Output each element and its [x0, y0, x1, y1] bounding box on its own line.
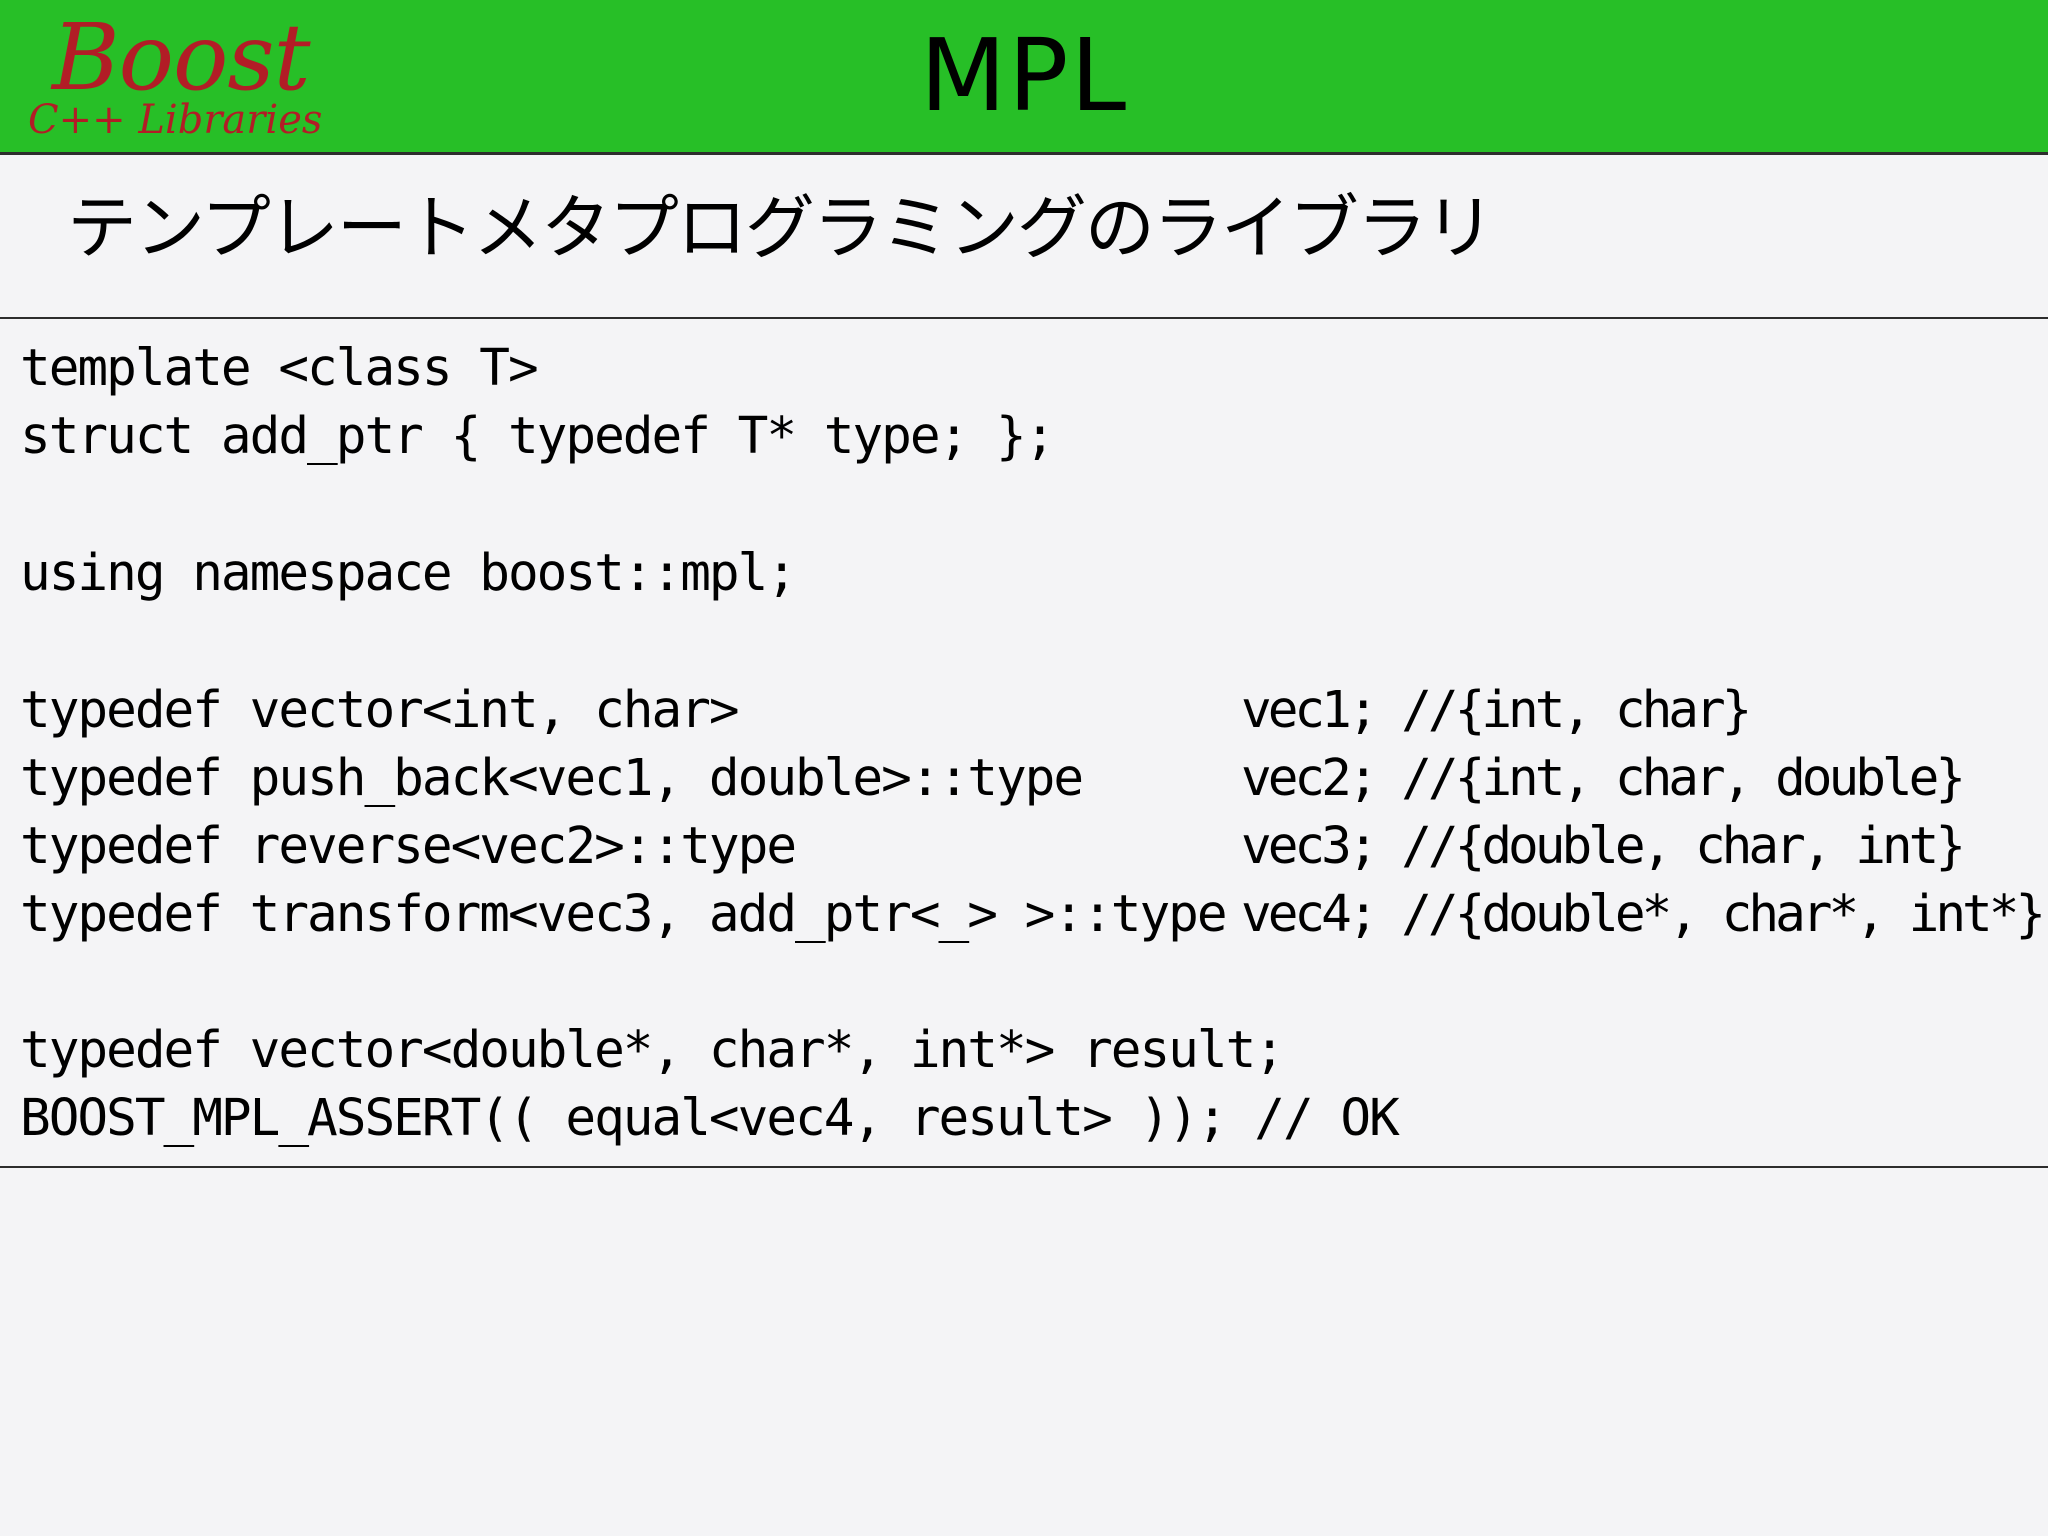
- code-line: struct add_ptr { typedef T* type; };: [20, 407, 1055, 466]
- blank-slide-area: [0, 1168, 2048, 1536]
- boost-logo-text: Boost: [52, 4, 311, 111]
- code-line: BOOST_MPL_ASSERT(( equal<vec4, result> )…: [20, 1089, 1400, 1148]
- slide-header: Boost C++ Libraries MPL: [0, 0, 2048, 155]
- code-line: typedef vector<double*, char*, int*> res…: [20, 1021, 1285, 1080]
- code-line: template <class T>: [20, 339, 539, 398]
- subtitle-section: テンプレートメタプログラミングのライブラリ: [0, 155, 2048, 319]
- code-block: template <class T> struct add_ptr { type…: [0, 319, 2048, 1168]
- code-comment: vec1; //{int, char}: [1241, 681, 1752, 740]
- code-comment: vec2; //{int, char, double}: [1241, 749, 1966, 808]
- code-comment: vec3; //{double, char, int}: [1241, 817, 1966, 876]
- code-line: using namespace boost::mpl;: [20, 544, 797, 603]
- boost-logo-subtext: C++ Libraries: [28, 97, 323, 143]
- boost-logo: Boost C++ Libraries: [24, 12, 344, 147]
- code-line: typedef transform<vec3, add_ptr<_> >::ty…: [20, 885, 1228, 944]
- subtitle-text: テンプレートメタプログラミングのライブラリ: [67, 187, 1495, 269]
- code-line: typedef push_back<vec1, double>::type: [20, 749, 1084, 808]
- code-comment: vec4; //{double*, char*, int*}: [1241, 885, 2046, 944]
- slide-title: MPL: [919, 17, 1129, 134]
- code-line: typedef vector<int, char>: [20, 681, 740, 740]
- code-line: typedef reverse<vec2>::type: [20, 817, 797, 876]
